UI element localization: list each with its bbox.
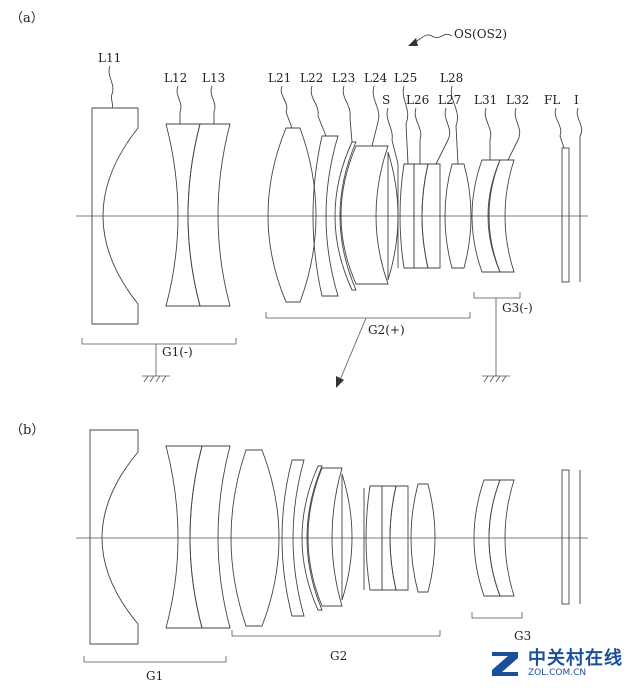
lens-l12 bbox=[165, 123, 201, 307]
lens-l23 bbox=[334, 141, 357, 291]
lens-l28 bbox=[444, 163, 472, 269]
lens-b-l13 bbox=[189, 445, 231, 629]
system-label: OS(OS2) bbox=[454, 27, 507, 41]
zol-logo-icon bbox=[492, 652, 518, 676]
leader-lines bbox=[108, 65, 583, 165]
filter-b bbox=[561, 469, 570, 605]
group-label-g2-b: G2 bbox=[330, 649, 347, 663]
system-arrowhead bbox=[408, 38, 418, 46]
label-l31: L31 bbox=[474, 93, 497, 107]
lens-b-l28 bbox=[410, 483, 436, 593]
lens-l13 bbox=[187, 123, 231, 307]
lens-l25 bbox=[399, 163, 415, 269]
lens-l22 bbox=[312, 135, 339, 297]
label-l26: L26 bbox=[406, 93, 429, 107]
g2-arrowhead bbox=[336, 376, 344, 388]
lens-b-l12 bbox=[165, 445, 203, 629]
lens-b-l11 bbox=[89, 429, 139, 645]
watermark-site: ZOL.COM.CN bbox=[528, 668, 587, 678]
bracket-g3-a bbox=[473, 292, 521, 299]
group-label-g1-b: G1 bbox=[146, 669, 163, 683]
lens-l32 bbox=[487, 159, 515, 273]
lens-b-l24b bbox=[341, 473, 353, 601]
label-l28: L28 bbox=[440, 71, 463, 85]
label-i: I bbox=[574, 93, 579, 107]
lens-l27 bbox=[421, 163, 441, 269]
group-label-g1-a: G1(-) bbox=[162, 345, 193, 359]
system-squiggle-arrow bbox=[411, 33, 453, 45]
lens-b-l24 bbox=[307, 467, 343, 607]
label-l13: L13 bbox=[202, 71, 225, 85]
bracket-g1-b bbox=[83, 656, 227, 663]
label-fl: FL bbox=[544, 93, 560, 107]
label-l32: L32 bbox=[506, 93, 529, 107]
bracket-g2-a bbox=[265, 312, 471, 319]
g3-hatch bbox=[483, 375, 507, 383]
watermark-logo: 中关村在线 ZOL.COM.CN bbox=[486, 642, 626, 686]
label-l11: L11 bbox=[98, 51, 121, 65]
label-l23: L23 bbox=[332, 71, 355, 85]
label-l22: L22 bbox=[300, 71, 323, 85]
g1-hatch bbox=[143, 375, 167, 383]
lens-l21 bbox=[267, 127, 317, 303]
label-s: S bbox=[382, 93, 390, 107]
panel-a-label: （a） bbox=[10, 11, 44, 26]
g2-move-arrow bbox=[339, 317, 367, 381]
lens-l24 bbox=[340, 145, 389, 285]
watermark-brand: 中关村在线 bbox=[528, 648, 623, 669]
label-l24: L24 bbox=[364, 71, 388, 85]
lens-b-l25 bbox=[365, 485, 383, 591]
lens-b-l32 bbox=[488, 479, 515, 597]
lens-l11 bbox=[91, 107, 139, 325]
group-label-g3-a: G3(-) bbox=[502, 301, 533, 315]
label-l12: L12 bbox=[164, 71, 187, 85]
lens-b-l27 bbox=[389, 485, 409, 591]
label-l21: L21 bbox=[268, 71, 291, 85]
bracket-g3-b bbox=[471, 612, 523, 619]
label-l25: L25 bbox=[394, 71, 417, 85]
group-label-g3-b: G3 bbox=[514, 629, 531, 643]
bracket-g2-b bbox=[231, 630, 441, 637]
panel-b-label: （b） bbox=[10, 423, 44, 438]
lens-b-l22 bbox=[281, 459, 305, 617]
panel-b: （b） G1 G2 G3 bbox=[10, 423, 588, 683]
label-l27: L27 bbox=[438, 93, 461, 107]
lens-b-l23 bbox=[301, 465, 323, 611]
filter-fl bbox=[561, 147, 570, 283]
lens-labels: L11 L12 L13 L21 L22 L23 L24 S L25 L26 L2… bbox=[98, 51, 579, 107]
lens-b-l21 bbox=[230, 449, 280, 627]
panel-a: （a） OS(OS2) L11 L12 L13 L bbox=[10, 11, 588, 388]
bracket-g1-a bbox=[81, 338, 237, 345]
group-label-g2-a: G2(+) bbox=[368, 323, 405, 337]
